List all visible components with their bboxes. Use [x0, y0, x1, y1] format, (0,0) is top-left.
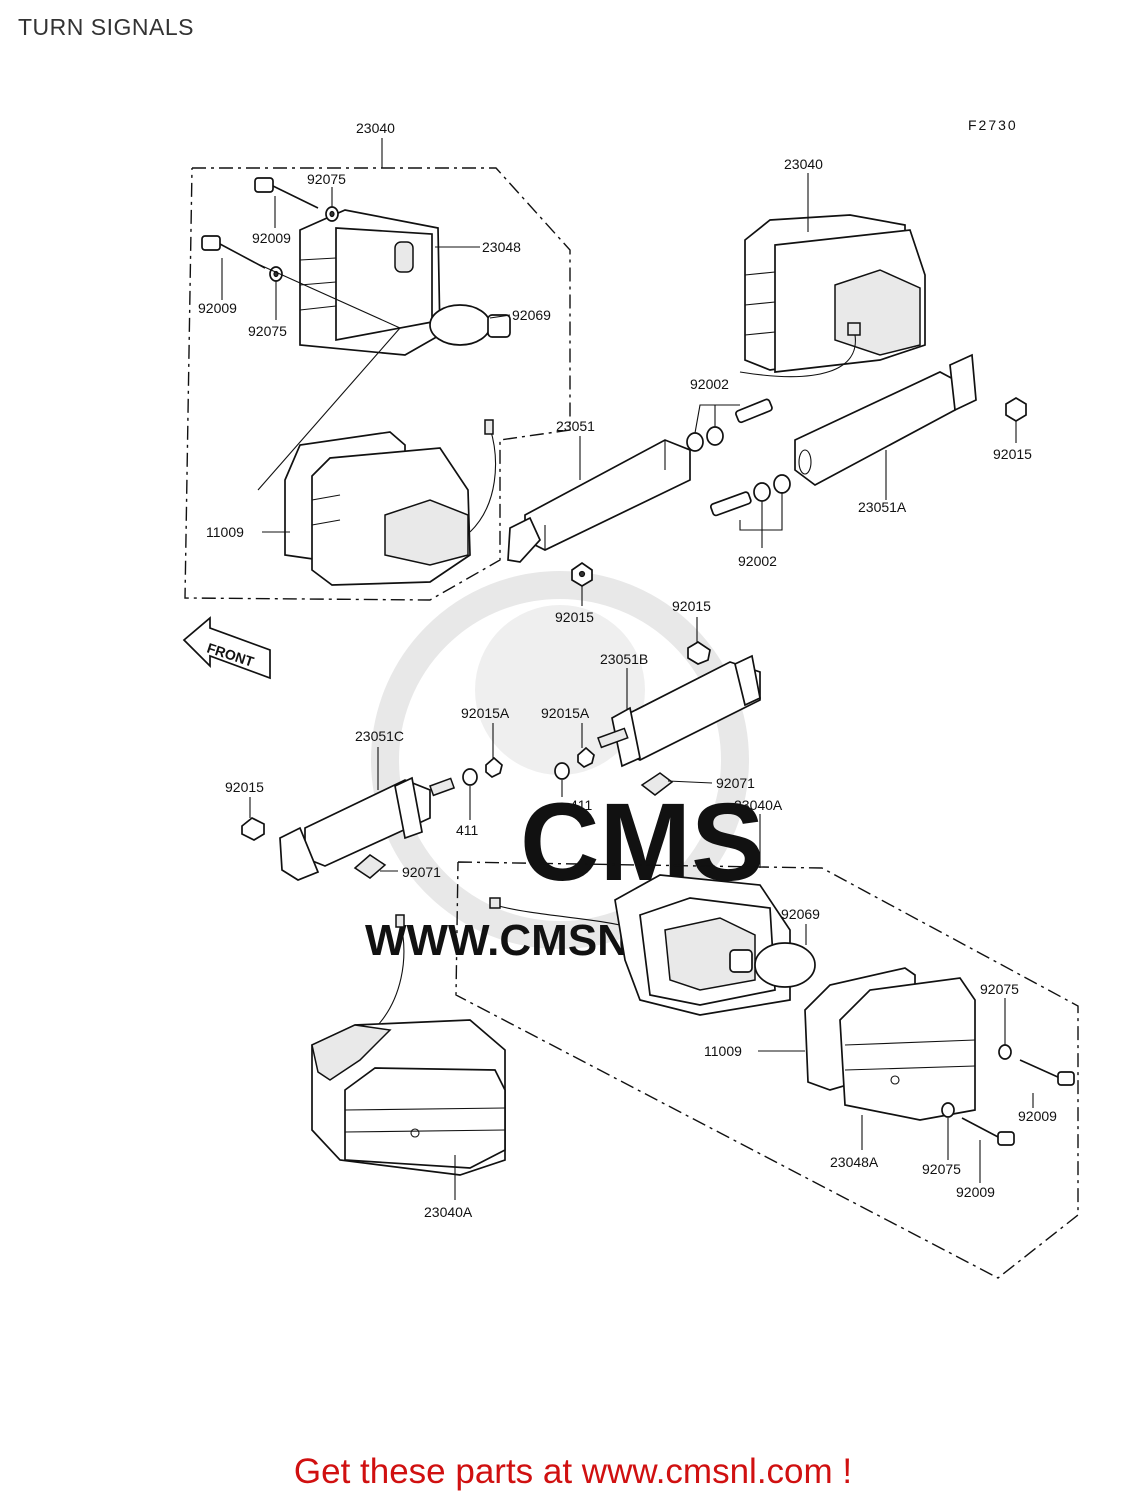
- housing-11009-top: [284, 419, 497, 586]
- part-labels: F2730 23040 92075 92009 23048 92009 9207…: [198, 117, 1057, 1220]
- screw-92009-lower: [201, 235, 266, 269]
- stay-23051A: [794, 353, 977, 487]
- nut-92015-b: [1005, 397, 1027, 422]
- part-label: 23040A: [734, 797, 783, 813]
- part-label: 23051B: [600, 651, 648, 667]
- screw-92009-upper: [254, 177, 319, 209]
- part-label: 92071: [402, 864, 441, 880]
- front-arrow-icon: FRONT: [182, 616, 271, 680]
- part-label: 92009: [252, 230, 291, 246]
- part-label: 23051C: [355, 728, 404, 744]
- part-label: 23040: [356, 120, 395, 136]
- part-label: 11009: [704, 1043, 742, 1059]
- part-label: 92015A: [461, 705, 510, 721]
- part-label: 92015: [225, 779, 264, 795]
- screws-92009-bottom: [941, 1044, 1075, 1146]
- housing-11009-bottom: [804, 967, 976, 1121]
- part-label: 11009: [206, 524, 244, 540]
- bulb-92069-top: [429, 304, 511, 346]
- part-label: 92002: [690, 376, 729, 392]
- figure-code: F2730: [968, 117, 1018, 133]
- part-label: 23040: [784, 156, 823, 172]
- part-label: 92015: [993, 446, 1032, 462]
- part-label: 23048: [482, 239, 521, 255]
- grommet-92071-b: [353, 854, 387, 879]
- washer-92075-upper: [325, 206, 339, 222]
- nuts-92015A: [462, 746, 595, 786]
- nut-92015-a: [571, 561, 593, 587]
- part-label: 92075: [248, 323, 287, 339]
- part-label: 411: [570, 797, 593, 813]
- part-label: 92009: [198, 300, 237, 316]
- leader-lines: [221, 138, 1034, 1200]
- part-label: 23040A: [424, 1204, 473, 1220]
- nut-92015-c: [687, 640, 711, 665]
- washers-92002-upper: [686, 398, 773, 452]
- stay-23051C: [279, 776, 456, 881]
- nut-92015-d: [241, 816, 265, 841]
- group-outline-top-left: [184, 167, 571, 601]
- part-label: 92069: [512, 307, 551, 323]
- part-label: 411: [456, 822, 479, 838]
- housing-23040-right: [739, 214, 926, 378]
- part-label: 92009: [956, 1184, 995, 1200]
- lens-23048: [299, 209, 441, 356]
- part-label: 23051: [556, 418, 595, 434]
- part-label: 92075: [922, 1161, 961, 1177]
- bulb-92069-bottom: [729, 942, 816, 988]
- part-label: 92075: [307, 171, 346, 187]
- washers-92002-lower: [709, 474, 791, 517]
- part-label: 92015: [672, 598, 711, 614]
- part-label: 92071: [716, 775, 755, 791]
- group-outline-bottom-right: [455, 861, 1079, 1279]
- housing-23040A-bottom: [311, 914, 506, 1176]
- part-label: 92075: [980, 981, 1019, 997]
- part-label: 92009: [1018, 1108, 1057, 1124]
- stay-23051B: [597, 654, 761, 768]
- part-label: 92015: [555, 609, 594, 625]
- page-title: TURN SIGNALS: [18, 14, 194, 40]
- grommet-92071-a: [640, 772, 674, 796]
- part-label: 92015A: [541, 705, 590, 721]
- part-label: 23048A: [830, 1154, 879, 1170]
- part-label: 92069: [781, 906, 820, 922]
- part-label: 92002: [738, 553, 777, 569]
- part-label: 23051A: [858, 499, 907, 515]
- footer-cta-link[interactable]: Get these parts at www.cmsnl.com !: [293, 1452, 853, 1491]
- stay-23051: [507, 439, 691, 563]
